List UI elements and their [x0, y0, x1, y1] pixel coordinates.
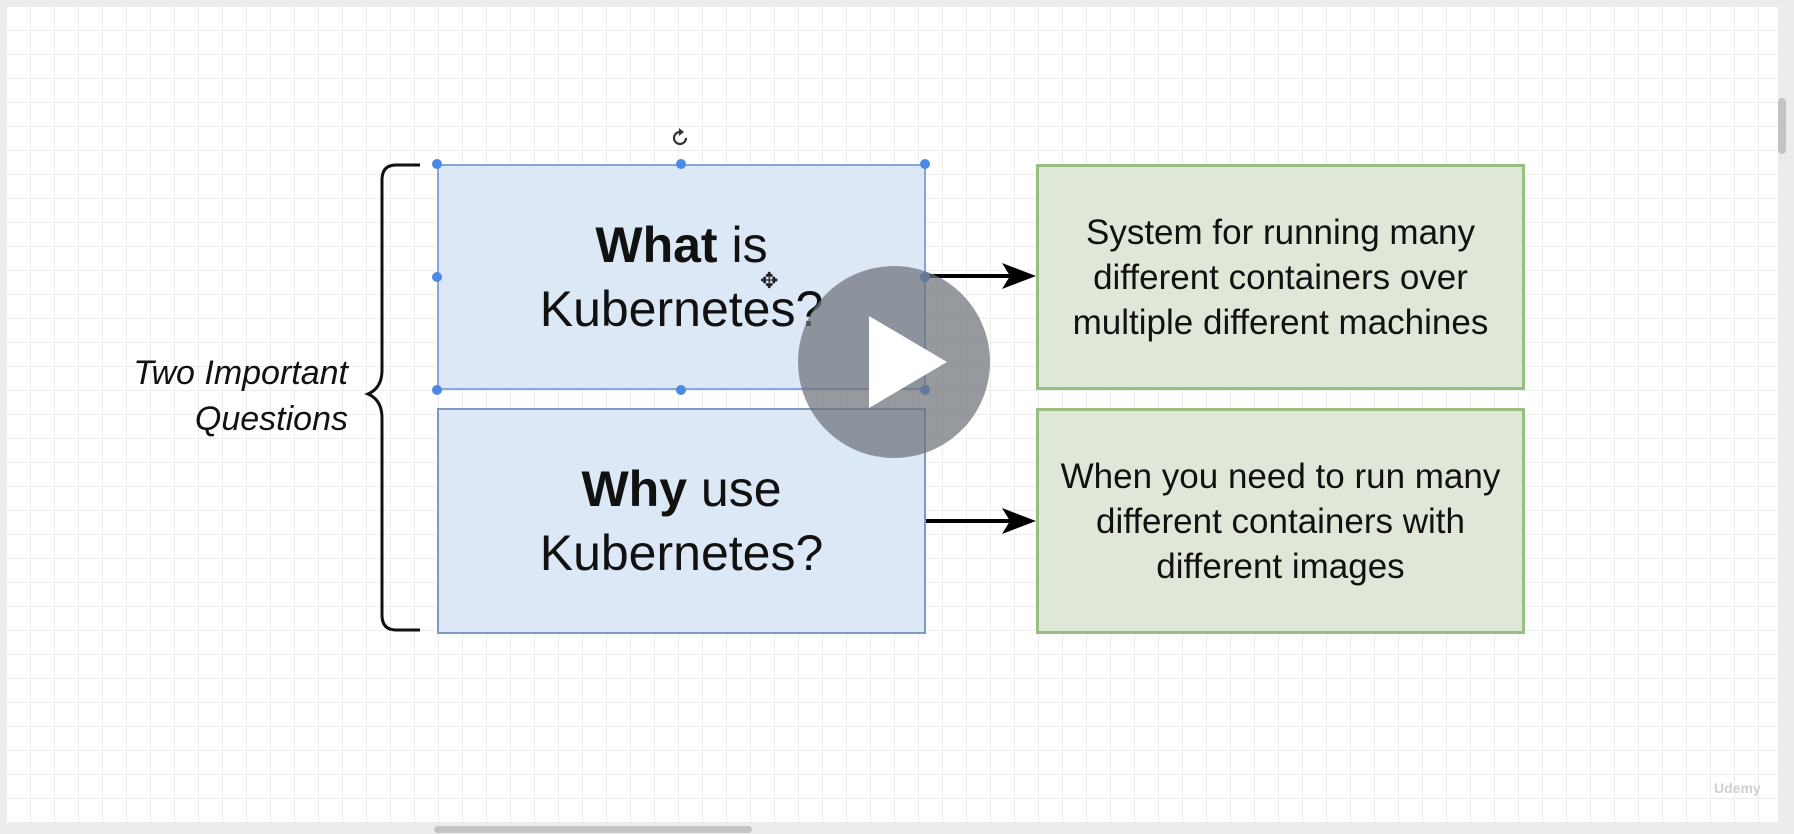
- answer-why-line3: different images: [1156, 546, 1405, 586]
- question-why-box[interactable]: Why use Kubernetes?: [437, 408, 926, 634]
- watermark-logo: Udemy: [1714, 780, 1761, 796]
- group-label-line1: Two Important: [133, 354, 348, 392]
- resize-handle-tr[interactable]: [920, 159, 930, 169]
- group-label: Two Important Questions: [92, 350, 348, 442]
- answer-what-box[interactable]: System for running many different contai…: [1036, 164, 1525, 390]
- resize-handle-bm[interactable]: [676, 385, 686, 395]
- vertical-scrollbar[interactable]: [1778, 98, 1786, 154]
- move-cursor-icon: ✥: [760, 268, 779, 293]
- rotate-handle-icon[interactable]: [668, 126, 692, 150]
- answer-what-line2: different containers over: [1093, 257, 1468, 297]
- question-what-rest: is: [717, 217, 768, 273]
- question-what-line2: Kubernetes?: [539, 281, 824, 337]
- question-why-line2: Kubernetes?: [539, 525, 824, 581]
- answer-why-box[interactable]: When you need to run many different cont…: [1036, 408, 1525, 634]
- answer-why-line1: When you need to run many: [1060, 456, 1501, 496]
- question-what-bold: What: [595, 217, 718, 273]
- resize-handle-tm[interactable]: [676, 159, 686, 169]
- resize-handle-ml[interactable]: [432, 272, 442, 282]
- play-icon: [869, 316, 947, 408]
- resize-handle-tl[interactable]: [432, 159, 442, 169]
- question-why-rest: use: [687, 461, 782, 517]
- answer-what-line1: System for running many: [1085, 212, 1476, 252]
- answer-why-line2: different containers with: [1095, 501, 1465, 541]
- question-why-bold: Why: [581, 461, 687, 517]
- group-label-line2: Questions: [194, 400, 348, 438]
- resize-handle-bl[interactable]: [432, 385, 442, 395]
- horizontal-scrollbar[interactable]: [434, 826, 752, 833]
- play-button[interactable]: [798, 266, 990, 458]
- answer-what-line3: multiple different machines: [1072, 302, 1489, 342]
